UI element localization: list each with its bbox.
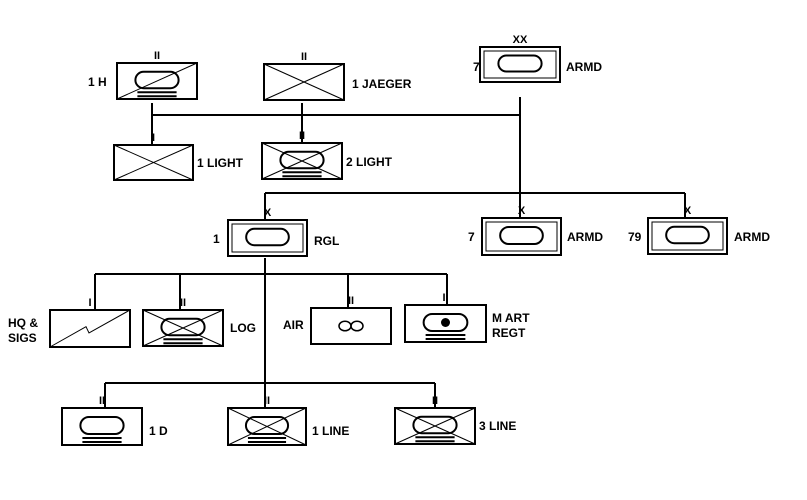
echelon-marker: X bbox=[264, 207, 272, 219]
unit-hq-sigs: I HQ &SIGS bbox=[8, 297, 131, 348]
infantry-cross-icon bbox=[261, 142, 343, 180]
unit-label: 2 LIGHT bbox=[346, 155, 393, 169]
unit-frame-inner bbox=[483, 50, 557, 79]
echelon-marker: II bbox=[301, 51, 307, 63]
unit-frame bbox=[61, 407, 143, 446]
link-battalions bbox=[104, 382, 436, 408]
unit-frame bbox=[481, 217, 562, 256]
unit-number: 79 bbox=[628, 230, 642, 244]
unit-label: HQ &SIGS bbox=[8, 316, 38, 345]
unit-div: XX 7 ARMD bbox=[473, 34, 602, 83]
echelon-marker: I bbox=[88, 297, 91, 309]
unit-label: LOG bbox=[230, 321, 256, 335]
unit-frame bbox=[227, 219, 308, 257]
unit-label: RGL bbox=[314, 234, 339, 248]
echelon-marker: II bbox=[299, 130, 305, 142]
echelon-marker: I bbox=[152, 132, 155, 144]
link-division bbox=[151, 97, 521, 193]
cavalry-slash-icon bbox=[116, 62, 198, 100]
unit-bn-1d: II 1 D bbox=[61, 395, 168, 446]
unit-air: II AIR bbox=[283, 295, 392, 345]
armor-oval-icon bbox=[497, 54, 543, 73]
unit-div-2light: II 2 LIGHT bbox=[261, 130, 393, 180]
unit-label: 1 JAEGER bbox=[352, 77, 412, 91]
unit-label: 1 LINE bbox=[312, 424, 349, 438]
armor-oval-icon bbox=[279, 150, 325, 170]
armor-oval-icon bbox=[412, 415, 458, 435]
unit-div-1light: I 1 LIGHT bbox=[113, 132, 244, 181]
armor-oval-icon bbox=[422, 312, 469, 333]
unit-label: 3 LINE bbox=[479, 419, 516, 433]
unit-log: II LOG bbox=[142, 297, 256, 347]
unit-frame-inner bbox=[231, 223, 304, 253]
unit-label: ARMD bbox=[566, 60, 602, 74]
infantry-cross-icon bbox=[394, 407, 476, 445]
hierarchy-links bbox=[94, 97, 686, 408]
unit-bde-7: X 7 ARMD bbox=[468, 205, 603, 256]
unit-label: ARMD bbox=[734, 230, 770, 244]
armor-oval-icon bbox=[134, 70, 180, 90]
echelon-marker: II bbox=[432, 395, 438, 407]
unit-number: 7 bbox=[468, 230, 475, 244]
signals-lightning-icon bbox=[49, 309, 131, 348]
unit-label-line: HQ & bbox=[8, 316, 38, 330]
unit-frame-inner bbox=[485, 221, 558, 252]
unit-div-1h: II 1 H bbox=[88, 50, 198, 100]
echelon-marker: X bbox=[518, 205, 526, 217]
unit-label: 1 D bbox=[149, 424, 168, 438]
unit-div-jaeger: II 1 JAEGER bbox=[263, 51, 412, 101]
infantry-cross-icon bbox=[113, 144, 194, 181]
infantry-cross-icon bbox=[263, 63, 345, 101]
armor-oval-icon bbox=[245, 227, 290, 247]
unit-bn-3line: II 3 LINE bbox=[394, 395, 516, 445]
echelon-marker: X bbox=[684, 205, 692, 217]
unit-bn-1line: II 1 LINE bbox=[227, 395, 349, 446]
armor-oval-icon bbox=[499, 225, 544, 246]
echelon-marker: II bbox=[264, 395, 270, 407]
unit-frame-inner bbox=[651, 221, 724, 251]
artillery-dot-icon bbox=[441, 318, 450, 327]
echelon-marker: II bbox=[180, 297, 186, 309]
armor-oval-icon bbox=[160, 317, 206, 337]
aviation-wing-icon bbox=[350, 320, 364, 332]
unit-number: 1 H bbox=[88, 75, 107, 89]
infantry-cross-icon bbox=[142, 309, 224, 347]
link-support bbox=[94, 258, 448, 383]
unit-label: ARMD bbox=[567, 230, 603, 244]
unit-frame bbox=[479, 46, 561, 83]
armor-oval-icon bbox=[79, 415, 125, 436]
unit-number: 1 bbox=[213, 232, 220, 246]
unit-bde-1: X 1 RGL bbox=[213, 207, 339, 257]
unit-label-line: SIGS bbox=[8, 331, 37, 345]
unit-bde-79: X 79 ARMD bbox=[628, 205, 770, 255]
infantry-cross-icon bbox=[227, 407, 307, 446]
armor-oval-icon bbox=[665, 225, 710, 245]
unit-frame bbox=[647, 217, 728, 255]
echelon-marker: II bbox=[154, 50, 160, 62]
unit-number: 7 bbox=[473, 60, 480, 74]
unit-label: AIR bbox=[283, 318, 304, 332]
armor-oval-icon bbox=[244, 415, 290, 436]
echelon-marker: XX bbox=[513, 34, 528, 46]
unit-frame bbox=[49, 309, 131, 348]
unit-label-line: M ART bbox=[492, 311, 530, 325]
echelon-marker: II bbox=[99, 395, 105, 407]
echelon-marker: II bbox=[348, 295, 354, 307]
echelon-marker: II bbox=[442, 292, 448, 304]
link-brigades bbox=[264, 192, 686, 220]
unit-label: 1 LIGHT bbox=[197, 156, 244, 170]
unit-label-line: REGT bbox=[492, 326, 526, 340]
